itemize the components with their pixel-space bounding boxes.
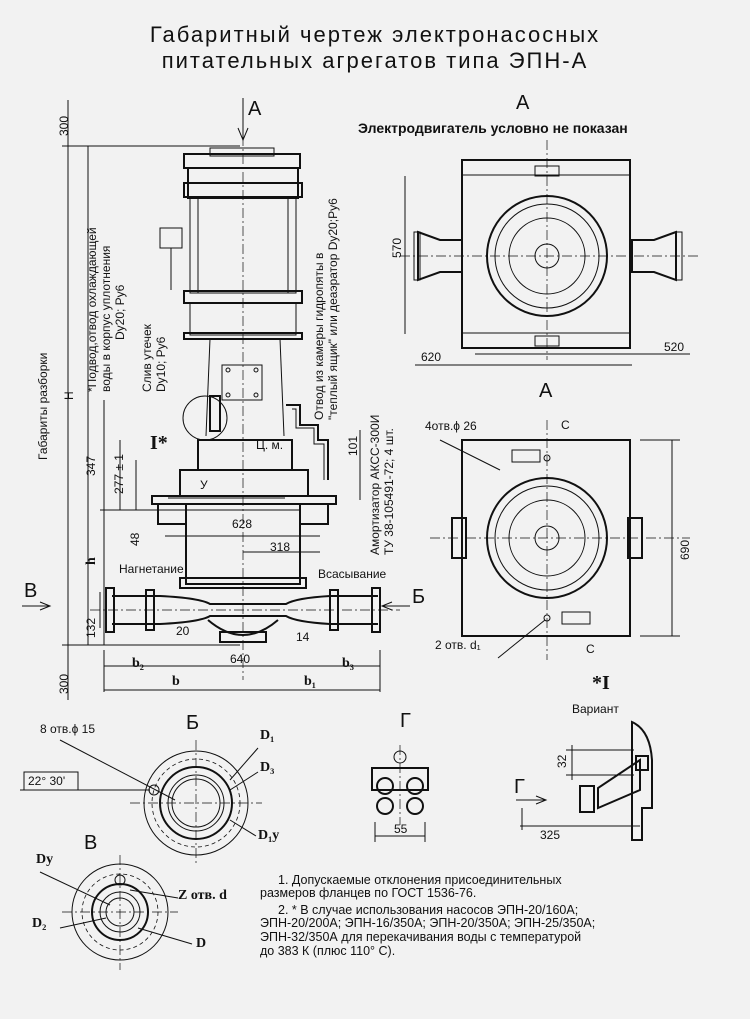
cooling-caption: *Подвод,отвод охлаждающей (85, 227, 99, 392)
motor-note: Электродвигатель условно не показан (358, 120, 628, 136)
holes-d1-label: 2 отв. d₁ (435, 638, 481, 652)
dim-300-bottom: 300 (57, 673, 71, 694)
view-label-a-mid: А (539, 380, 553, 402)
variant-label: Вариант (572, 702, 619, 716)
detail-i-label: *I (592, 672, 610, 694)
dismantle-caption: Габариты разборки (36, 352, 50, 460)
dim-570: 570 (390, 237, 404, 258)
y-label: У (200, 478, 208, 492)
note-1b: размеров фланцев по ГОСТ 1536-76. (260, 886, 477, 900)
dim-132: 132 (84, 617, 98, 638)
c-bottom-label: С (586, 642, 595, 656)
dim-b2: b₂ (132, 656, 144, 671)
pump-elevation (90, 100, 400, 680)
cooling-caption-3: Dу20; Ру6 (113, 284, 127, 340)
center-mass-label: Ц. м. (256, 438, 284, 452)
dim-D3: D₃ (260, 760, 275, 775)
title-line-2: питательных агрегатов типа ЭПН-А (161, 48, 589, 73)
dim-690: 690 (678, 539, 692, 560)
dim-D: D (196, 936, 207, 951)
cooling-caption-2: воды в корпус уплотнения (99, 245, 113, 392)
dim-20: 20 (176, 624, 190, 638)
dim-D2: D₂ (32, 916, 47, 931)
main-dimensions (22, 98, 410, 700)
dim-628: 628 (232, 517, 253, 531)
view-label-v-section: В (84, 832, 98, 854)
dim-347: 347 (84, 455, 98, 476)
damper-caption-2: ТУ 38-105491-72; 4 шт. (382, 428, 396, 555)
damper-caption: Амортизатор АКСС-300И (368, 414, 382, 555)
note-2d: до 383 К (плюс 110° С). (260, 944, 396, 958)
holes-15-label: 8 отв.ϕ 15 (40, 722, 96, 736)
view-label-a-main: А (248, 98, 262, 120)
holes-z-label: Z отв. d (178, 888, 227, 903)
dim-48: 48 (128, 532, 142, 546)
dim-H: H (62, 391, 76, 400)
view-g (371, 745, 429, 842)
section-b (20, 739, 262, 866)
view-label-v-arrow: В (24, 580, 38, 602)
variant-detail (516, 720, 653, 841)
suction-label: Всасывание (318, 567, 387, 581)
dim-b1: b₁ (304, 674, 316, 689)
note-1a: 1. Допускаемые отклонения присоединитель… (278, 873, 562, 887)
angle-label: 22° 30' (28, 774, 66, 788)
dim-14: 14 (296, 630, 310, 644)
detail-i-marker: I* (150, 432, 168, 454)
note-2a: 2. * В случае использования насосов ЭПН-… (278, 903, 579, 917)
view-a-mid (430, 420, 690, 660)
dim-Dy: Dу (36, 852, 54, 867)
view-label-b-arrow: Б (412, 586, 426, 608)
dim-h: h (84, 557, 99, 565)
dim-640: 640 (230, 652, 251, 666)
dim-325: 325 (540, 828, 561, 842)
section-v (39, 855, 193, 970)
discharge-label: Нагнетание (119, 562, 184, 576)
note-2c: ЭПН-32/350А для перекачивания воды с тем… (260, 930, 582, 944)
leak-caption: Слив утечек (140, 324, 154, 392)
dim-55: 55 (394, 822, 408, 836)
dim-b3: b₃ (342, 656, 354, 671)
dim-620: 620 (421, 350, 442, 364)
dim-318: 318 (270, 540, 291, 554)
dim-300-top: 300 (57, 115, 71, 136)
view-label-b-section: Б (186, 712, 200, 734)
view-label-g: Г (400, 710, 411, 732)
dim-D1y: D₁у (258, 828, 280, 843)
drain-caption: Отвод из камеры гидропяты в (312, 252, 326, 420)
dim-277: 277 ± 1 (112, 454, 126, 494)
note-2b: ЭПН-20/200А; ЭПН-16/350А; ЭПН-20/350А; Э… (260, 916, 596, 930)
drain-caption-2: "теплый ящик" или деаэратор Dу20;Ру6 (326, 198, 340, 420)
view-a-top (400, 140, 700, 366)
title-line-1: Габаритный чертеж электронасосных (149, 22, 601, 47)
dim-D1: D₁ (260, 728, 275, 743)
holes-26-label: 4отв.ϕ 26 (425, 419, 477, 433)
leak-caption-2: Dу10; Ру6 (154, 336, 168, 392)
view-label-a-top: А (516, 92, 530, 114)
dim-520: 520 (664, 340, 685, 354)
dim-101: 101 (346, 435, 360, 456)
dim-32: 32 (555, 754, 569, 768)
c-top-label: С (561, 418, 570, 432)
view-label-g-arrow: Г (514, 776, 525, 798)
dim-b: b (172, 674, 180, 689)
